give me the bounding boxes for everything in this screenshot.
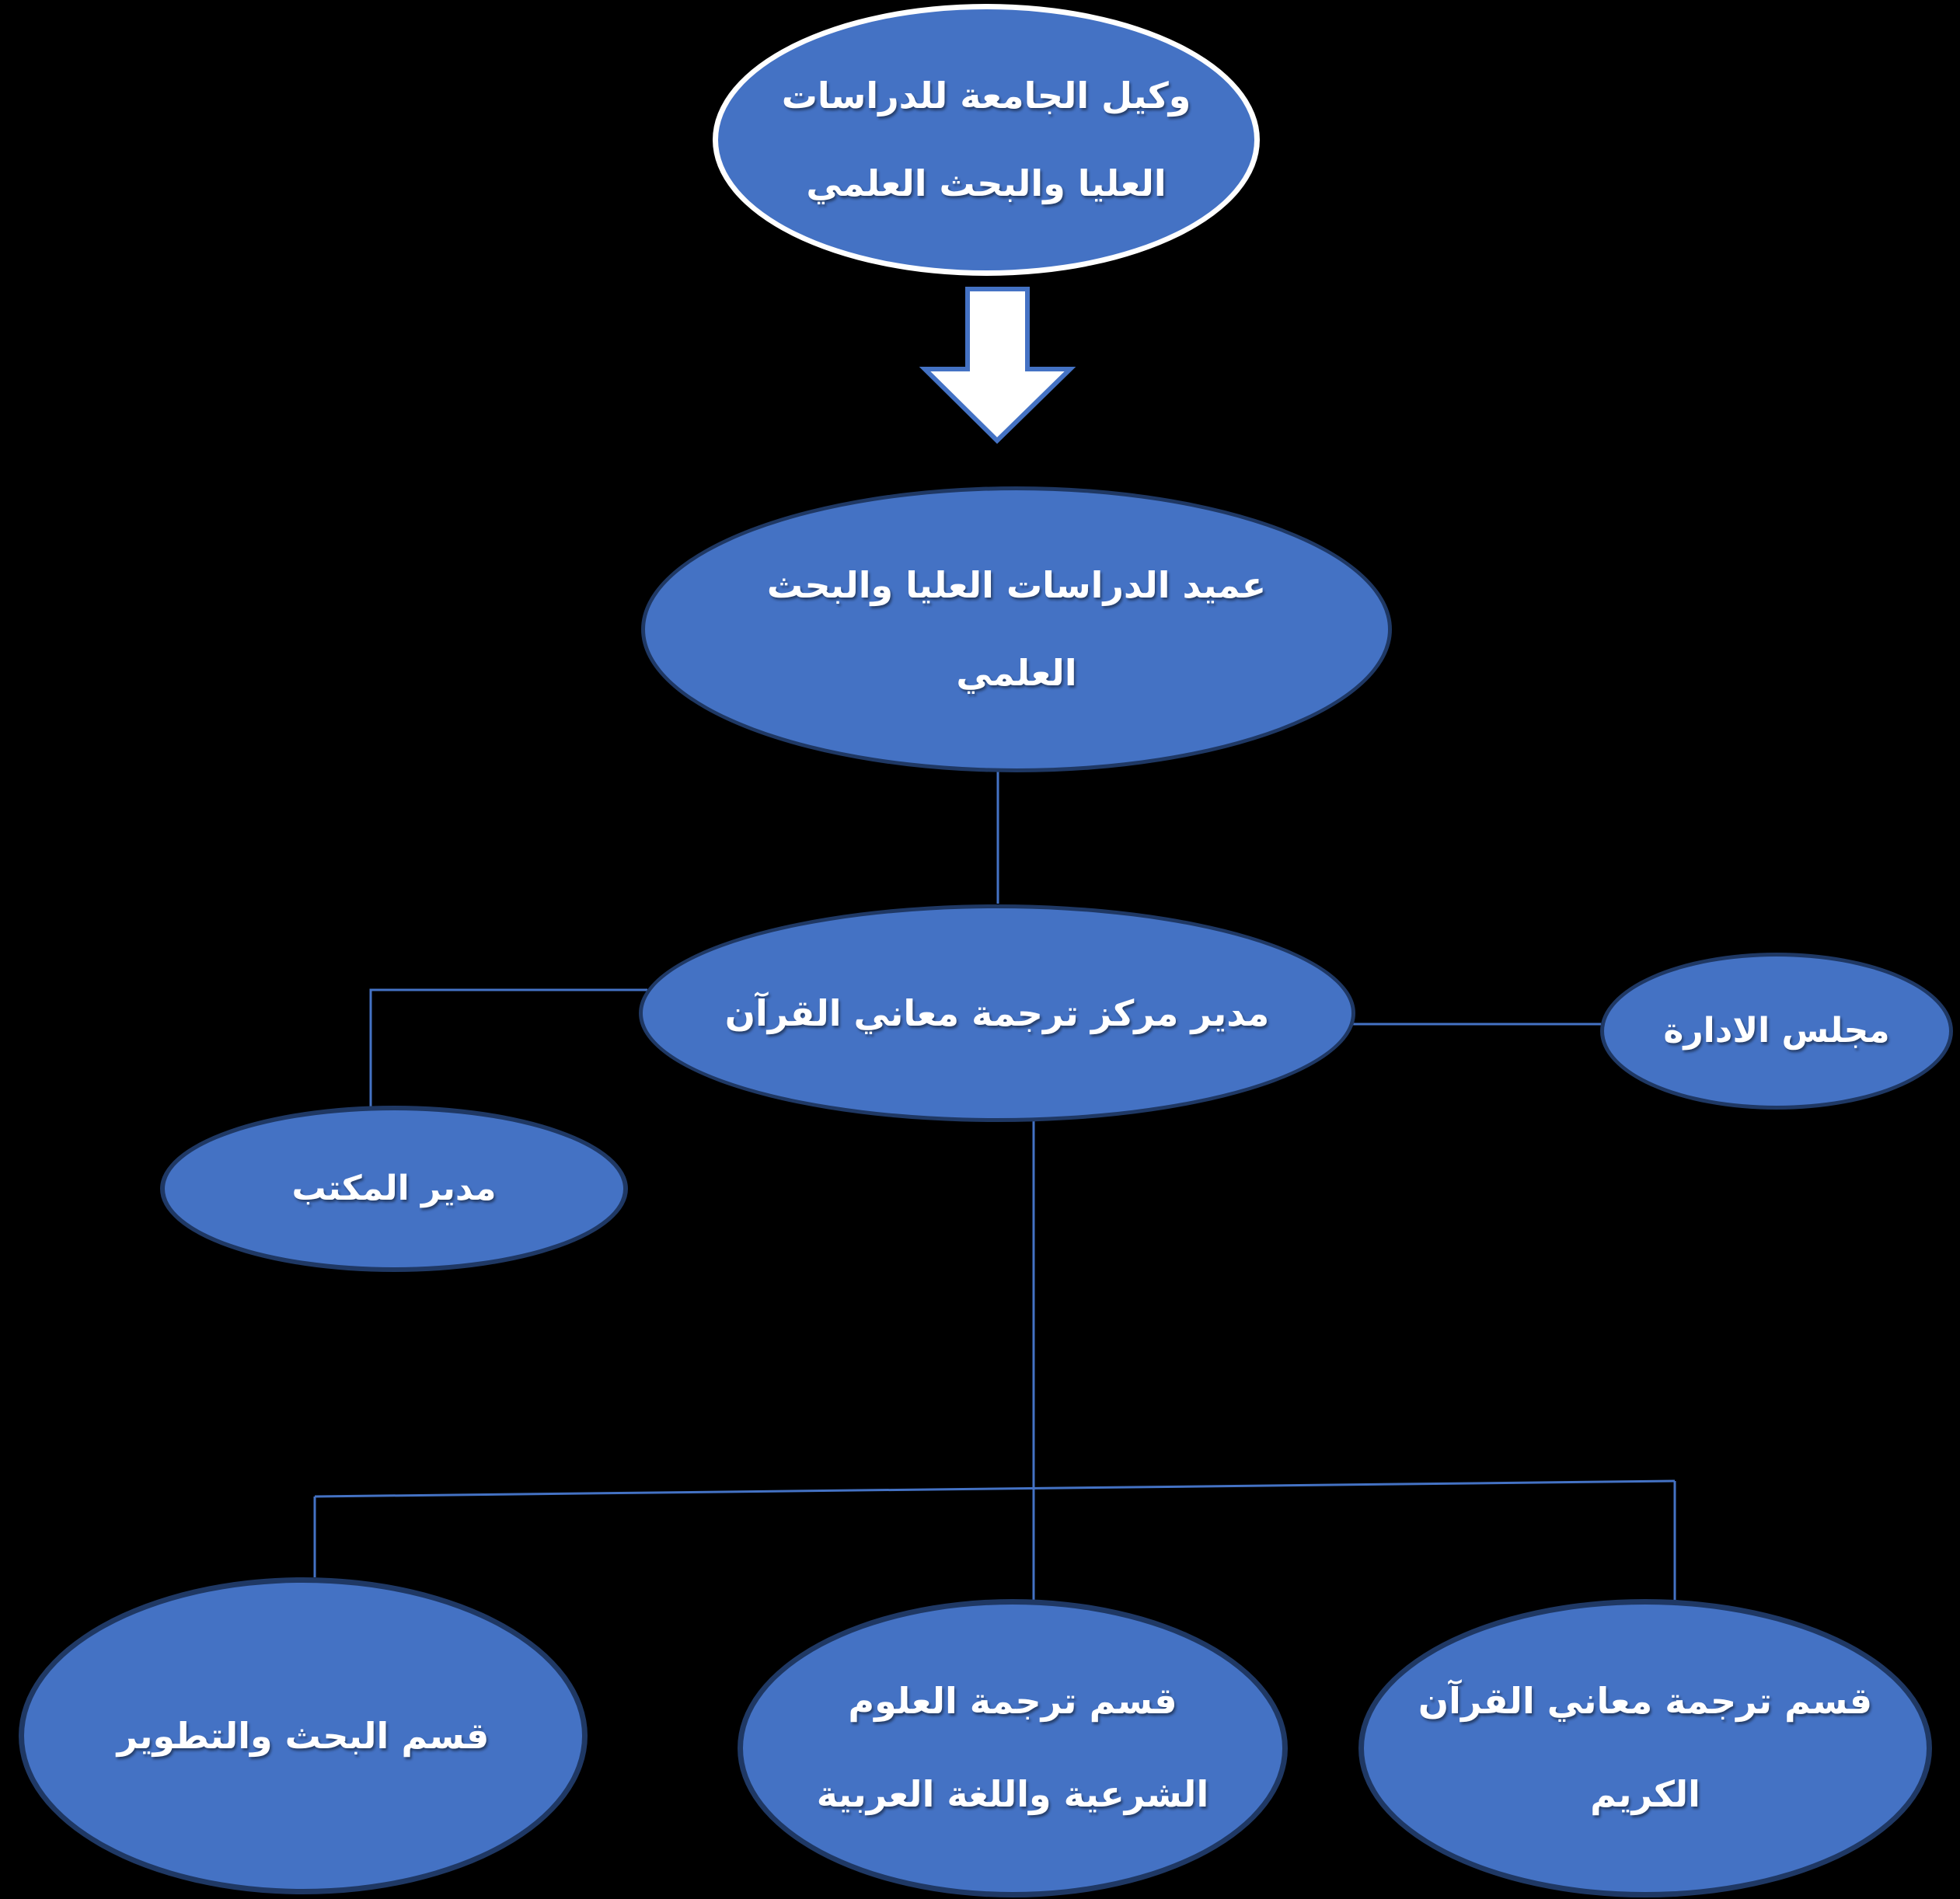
node-sharia-arabic-dept: قسم ترجمة العلوم الشرعية واللغة العربية <box>738 1599 1288 1897</box>
connector-branch-horizontal <box>314 1479 1676 1498</box>
node-label: وكيل الجامعة للدراسات <box>781 75 1191 117</box>
node-vice-rector: وكيل الجامعة للدراسات العليا والبحث العل… <box>713 4 1260 276</box>
node-board: مجلس الادارة <box>1600 953 1953 1110</box>
node-label: مدير المكتب <box>291 1169 497 1209</box>
node-center-director: مدير مركز ترجمة معاني القرآن <box>639 904 1355 1122</box>
down-arrow-icon <box>919 287 1076 444</box>
node-label: الشرعية واللغة العربية <box>816 1773 1209 1815</box>
node-dean: عميد الدراسات العليا والبحث العلمي <box>641 486 1392 772</box>
node-label: قسم ترجمة العلوم <box>848 1680 1177 1723</box>
node-label: عميد الدراسات العليا والبحث <box>766 564 1267 607</box>
node-label: مجلس الادارة <box>1663 1011 1890 1051</box>
node-office-manager: مدير المكتب <box>160 1106 628 1272</box>
node-label: قسم ترجمة معاني القرآن <box>1418 1680 1873 1723</box>
node-label: الكريم <box>1590 1773 1700 1815</box>
node-research-dev-dept: قسم البحث والتطوير <box>19 1577 588 1894</box>
connector-director-to-office-manager <box>369 988 647 1106</box>
node-label: قسم البحث والتطوير <box>117 1714 490 1757</box>
node-quran-meanings-dept: قسم ترجمة معاني القرآن الكريم <box>1358 1599 1932 1897</box>
node-label: العلمي <box>956 652 1077 694</box>
node-label: مدير مركز ترجمة معاني القرآن <box>724 991 1270 1034</box>
node-label: العليا والبحث العلمي <box>806 162 1167 204</box>
